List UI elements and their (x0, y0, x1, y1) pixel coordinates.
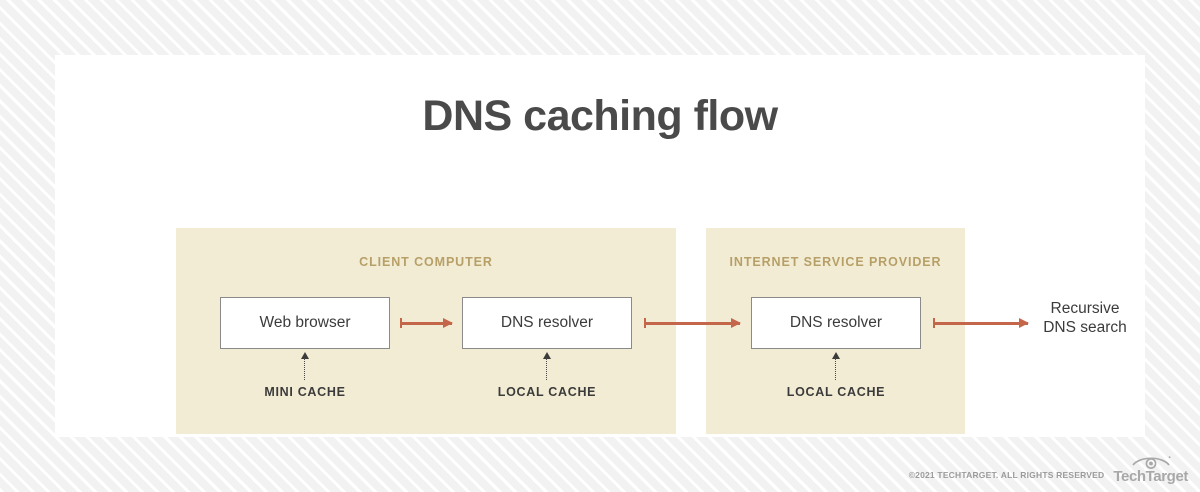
recursive-dns-search-line2: DNS search (1043, 319, 1127, 336)
dashed-line (835, 358, 836, 380)
node-client-dns-resolver-label: DNS resolver (500, 314, 594, 331)
arrow-shaft (400, 322, 452, 325)
eye-icon (1132, 456, 1171, 469)
cache-label-isp-local-cache: LOCAL CACHE (786, 385, 886, 399)
page-title: DNS caching flow (422, 92, 778, 140)
node-isp-dns-resolver[interactable]: DNS resolver (751, 297, 921, 349)
arrow-head-icon (542, 352, 551, 359)
cache-client-local-cache: LOCAL CACHE (467, 352, 627, 399)
arrow-head-icon (443, 317, 453, 328)
panel-title-internet-service-provider: INTERNET SERVICE PROVIDER (729, 255, 942, 269)
cache-mini-cache: MINI CACHE (225, 352, 385, 399)
cache-label-mini-cache: MINI CACHE (264, 385, 346, 399)
footer: ©2021 TECHTARGET. ALL RIGHTS RESERVED Te… (909, 454, 1188, 484)
dashed-up-arrow-icon (299, 352, 311, 380)
node-isp-dns-resolver-label: DNS resolver (789, 314, 883, 331)
techtarget-logo: TechTarget (1113, 454, 1188, 484)
dashed-line (304, 358, 305, 380)
node-web-browser-label: Web browser (259, 314, 351, 331)
arrow-client-resolver-to-isp-resolver (644, 317, 741, 329)
recursive-dns-search-line1: Recursive (1050, 300, 1120, 317)
cache-label-client-local-cache: LOCAL CACHE (497, 385, 597, 399)
arrow-browser-to-client-resolver (400, 317, 453, 329)
diagram-card: DNS caching flow CLIENT COMPUTER INTERNE… (55, 55, 1145, 437)
arrow-head-icon (1019, 317, 1029, 328)
arrow-head-icon (300, 352, 309, 359)
node-web-browser[interactable]: Web browser (220, 297, 390, 349)
dashed-up-arrow-icon (541, 352, 553, 380)
arrow-shaft (933, 322, 1028, 325)
arrow-head-icon (831, 352, 840, 359)
cache-isp-local-cache: LOCAL CACHE (756, 352, 916, 399)
recursive-dns-search-label: Recursive DNS search (1020, 299, 1150, 337)
copyright-text: ©2021 TECHTARGET. ALL RIGHTS RESERVED (908, 470, 1105, 480)
techtarget-wordmark: TechTarget (1113, 468, 1188, 485)
panel-title-client-computer: CLIENT COMPUTER (359, 255, 493, 269)
dashed-line (546, 358, 547, 380)
dashed-up-arrow-icon (830, 352, 842, 380)
node-client-dns-resolver[interactable]: DNS resolver (462, 297, 632, 349)
arrow-isp-resolver-to-recursive-search (933, 317, 1029, 329)
arrow-head-icon (731, 317, 741, 328)
arrow-shaft (644, 322, 740, 325)
